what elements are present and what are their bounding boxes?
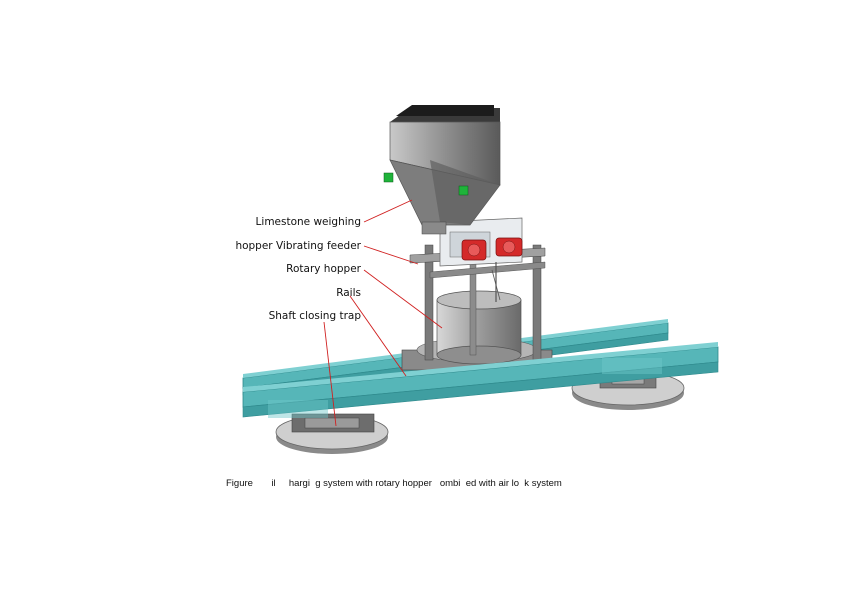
label-hopper-vibrating-feeder: hopper Vibrating feeder: [235, 240, 361, 252]
left-base-plate: [275, 413, 389, 454]
leader-rails: [349, 295, 407, 377]
leader-rotary: [363, 269, 443, 329]
front-rail: [242, 342, 719, 418]
limestone-weighing-hopper: [383, 105, 501, 235]
leader-lines: [323, 199, 443, 427]
leader-limestone: [363, 199, 413, 223]
label-limestone-weighing: Limestone weighing: [255, 216, 361, 228]
figure-caption: Figure il hargi g system with rotary hop…: [226, 478, 562, 489]
vibrating-feeder-motors: [461, 237, 523, 261]
leader-feeder: [363, 245, 419, 265]
label-rails: Rails: [336, 287, 361, 299]
label-rotary-hopper: Rotary hopper: [286, 263, 361, 275]
leader-trap: [323, 321, 337, 427]
label-shaft-closing-trap: Shaft closing trap: [268, 310, 361, 322]
